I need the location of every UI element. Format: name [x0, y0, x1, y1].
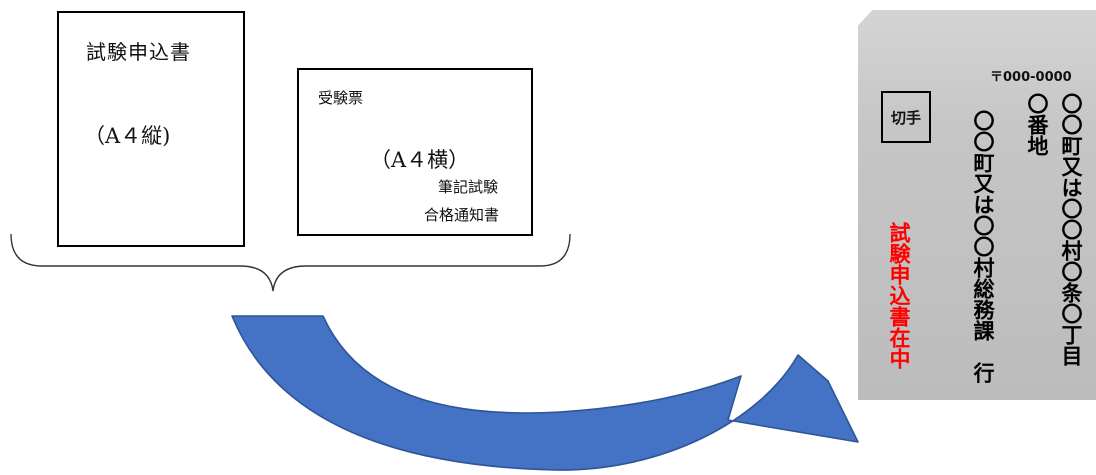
application-form-box	[57, 11, 245, 247]
curved-arrow	[231, 315, 859, 471]
postal-code: 〒000‐0000	[990, 70, 1072, 85]
stamp-label: 切手	[890, 108, 921, 127]
address-line1: 〇〇町又は〇〇村〇条〇丁目	[1059, 93, 1083, 366]
enclosure-note: 試験申込書在中	[887, 222, 911, 369]
admission-ticket-size-label: （A４横）	[370, 148, 470, 172]
envelope-shading	[858, 10, 1096, 400]
recipient-address: 〇〇町又は〇〇村総務課 行	[971, 110, 995, 383]
envelope	[858, 10, 1096, 400]
application-form-title: 試験申込書	[86, 40, 191, 64]
admission-ticket-note-line1: 筆記試験	[438, 178, 499, 196]
stamp-box: 切手	[881, 91, 931, 143]
grouping-brace	[10, 233, 571, 292]
admission-ticket-note-line2: 合格通知書	[424, 206, 500, 224]
admission-ticket-title: 受験票	[318, 89, 364, 107]
address-line2: 〇番地	[1025, 93, 1049, 156]
application-form-size-label: （A４縦)	[84, 124, 171, 148]
admission-ticket-box	[297, 68, 533, 236]
